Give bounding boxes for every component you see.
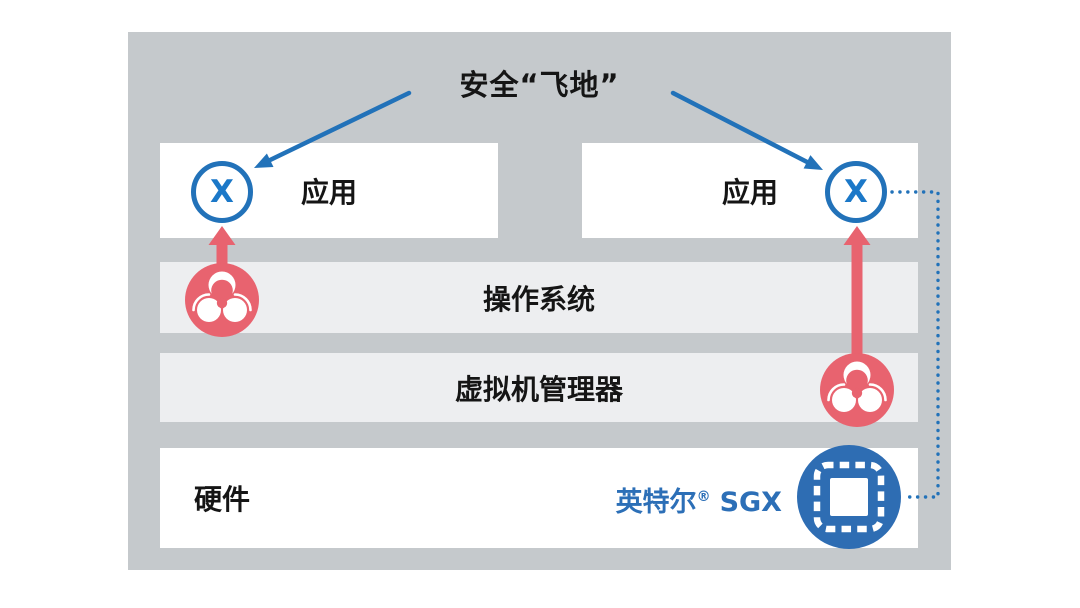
diagram-title: 安全“飞地”: [459, 68, 620, 102]
layer-hardware: 硬件: [160, 448, 918, 548]
layer-operating-system: 操作系统: [160, 262, 918, 333]
layer-application-left-label: 应用: [300, 175, 357, 209]
registered-mark: ®: [696, 489, 711, 505]
intel-sgx-label: 英特尔® SGX: [540, 481, 782, 519]
malware-biohazard-icon-left: [185, 263, 259, 337]
intel-sgx-brand: 英特尔: [615, 487, 697, 518]
layer-hypervisor-label: 虚拟机管理器: [454, 372, 623, 406]
enclave-marker-left-x: X: [210, 174, 234, 210]
malware-biohazard-icon-right: [820, 353, 894, 427]
sgx-chip-icon: [797, 445, 901, 549]
enclave-marker-left: X: [191, 161, 253, 223]
layer-operating-system-label: 操作系统: [482, 282, 595, 316]
layer-hypervisor: 虚拟机管理器: [160, 353, 918, 422]
enclave-marker-right: X: [825, 161, 887, 223]
enclave-marker-right-x: X: [844, 174, 868, 210]
intel-sgx-product: SGX: [719, 487, 782, 518]
layer-hardware-label: 硬件: [194, 483, 251, 516]
layer-application-right-label: 应用: [721, 175, 778, 209]
